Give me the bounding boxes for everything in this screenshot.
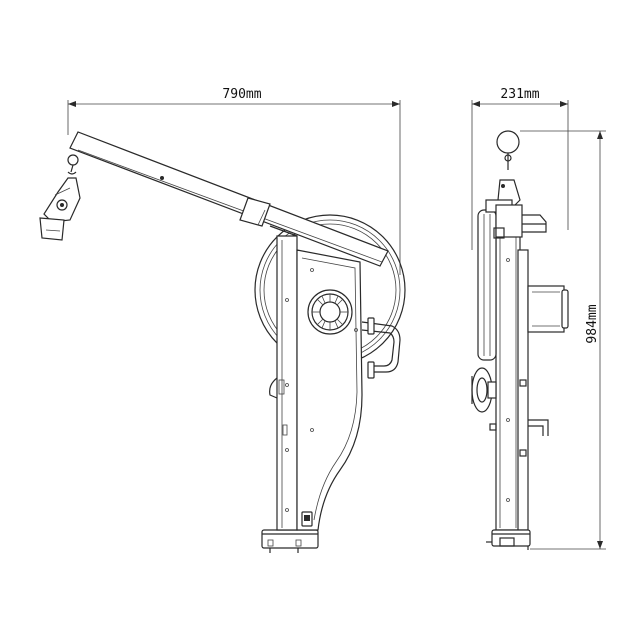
front-width-label: 790mm xyxy=(222,87,261,102)
side-pulley-icon xyxy=(471,367,497,413)
side-crank xyxy=(528,419,549,436)
side-base xyxy=(486,529,531,550)
front-view xyxy=(39,131,406,553)
dimension-side-height: 984mm xyxy=(520,130,606,550)
motor-vent-icon xyxy=(307,289,353,335)
dimension-side-width: 231mm xyxy=(471,87,569,250)
boom-end-cap xyxy=(496,130,520,170)
boom-arm xyxy=(69,131,389,267)
top-bracket xyxy=(493,204,547,239)
side-height-label: 984mm xyxy=(585,304,600,343)
side-motor xyxy=(527,285,569,333)
side-column xyxy=(495,209,529,531)
vertical-column xyxy=(269,235,298,531)
dimension-front-width: 790mm xyxy=(67,87,401,275)
crank-handle xyxy=(361,317,401,379)
side-drum xyxy=(477,199,513,361)
hook-block-icon xyxy=(39,154,81,241)
base-foot xyxy=(261,529,319,553)
side-view xyxy=(471,130,569,550)
side-width-label: 231mm xyxy=(500,87,539,102)
side-fittings xyxy=(489,379,527,457)
